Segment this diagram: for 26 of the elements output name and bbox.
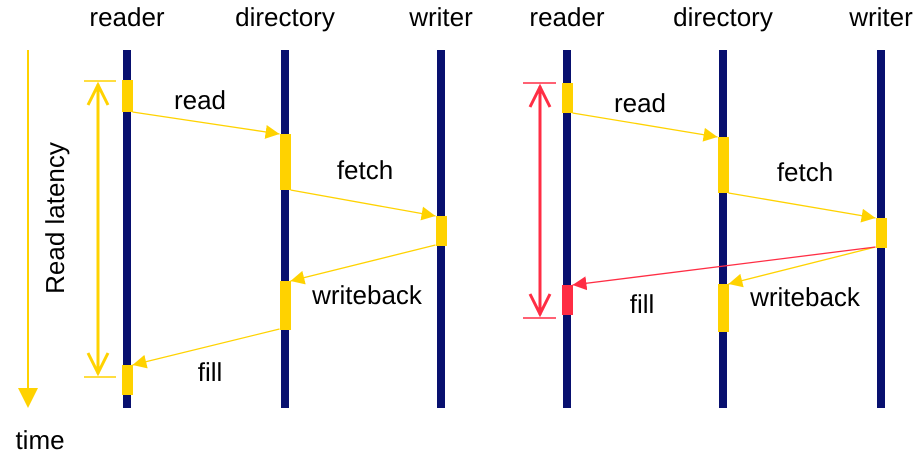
arrow [572, 246, 876, 290]
arrow [728, 192, 876, 223]
lifeline-label: directory [234, 2, 336, 32]
activation-bar [562, 83, 572, 113]
activation-bar [876, 218, 886, 248]
arrow [728, 246, 876, 288]
arrow [132, 328, 280, 368]
activation-bar [122, 80, 132, 112]
arrow [132, 111, 280, 139]
lifeline-label: directory [672, 2, 774, 32]
activation-bar [280, 134, 290, 190]
activation-bar [718, 137, 728, 193]
lifeline-label: reader [88, 2, 166, 32]
lifeline-label: reader [528, 2, 606, 32]
activation-bar [718, 284, 728, 332]
arrow [290, 244, 436, 284]
arrow [290, 189, 436, 220]
activation-bar [436, 216, 446, 246]
axis-label: Read latency [40, 142, 70, 294]
activation-bar [122, 365, 132, 395]
axis-label: time [15, 425, 65, 455]
lifeline-label: writer [408, 2, 474, 32]
activation-bar [562, 285, 572, 315]
arrow [572, 112, 718, 142]
lifeline-label: writer [848, 2, 914, 32]
activation-bar [280, 281, 290, 330]
